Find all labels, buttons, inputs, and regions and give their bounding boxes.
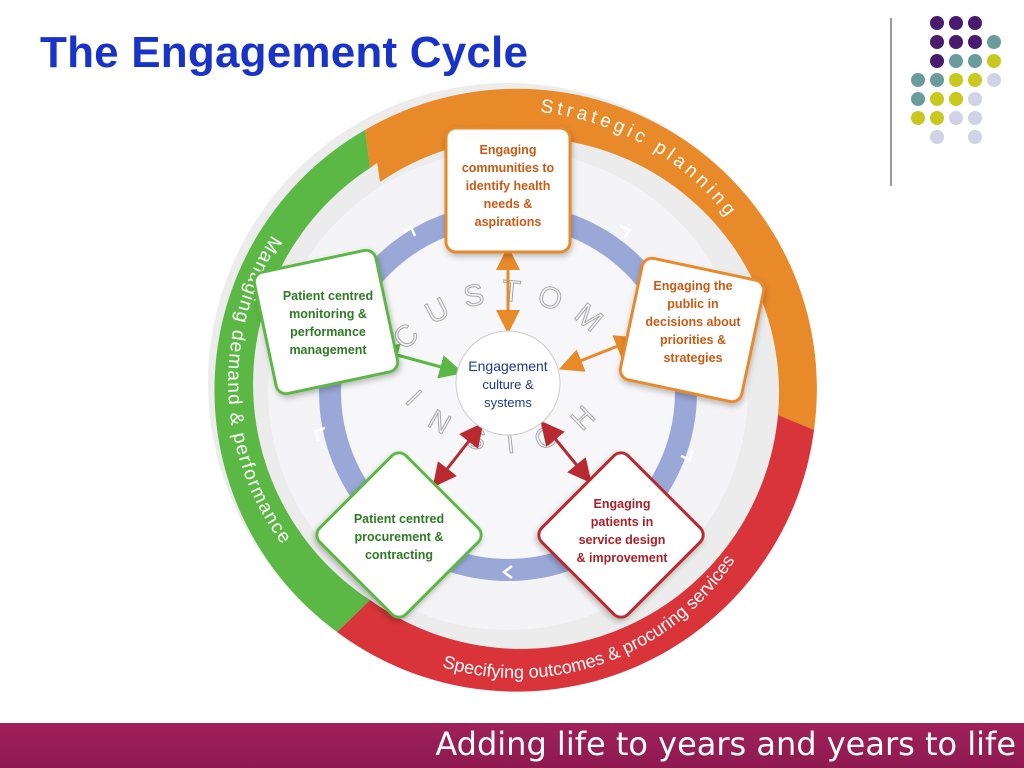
box-right-line-4: priorities & xyxy=(660,333,726,347)
box-patient-monitoring xyxy=(252,248,400,396)
center-text-line-2: culture & xyxy=(482,377,534,392)
center-text-line-1: Engagement xyxy=(468,358,548,374)
center-circle xyxy=(455,330,561,436)
box-engaging-communities xyxy=(444,126,572,254)
box-left-line-3: performance xyxy=(290,325,366,339)
box-top-line-2: communities to xyxy=(462,161,555,175)
box-bottom-right-line-2: patients in xyxy=(591,515,654,529)
svg-text:systems: systems xyxy=(484,395,532,410)
box-bottom-left-line-3: contracting xyxy=(365,548,433,562)
box-top-line-1: Engaging xyxy=(480,143,537,157)
svg-text:culture &: culture & xyxy=(482,377,534,392)
box-bottom-right-line-1: Engaging xyxy=(594,497,651,511)
blue-ring-chevrons xyxy=(314,224,694,579)
arrow-center-bottom-right xyxy=(540,420,592,484)
footer-bar: Adding life to years and years to life xyxy=(0,723,1024,768)
box-left-line-4: management xyxy=(289,343,367,357)
box-bottom-left-line-2: procurement & xyxy=(355,530,444,544)
box-bottom-left-line-1: Patient centred xyxy=(354,512,444,526)
box-left-line-1: Patient centred xyxy=(283,289,373,303)
center-text-line-3: systems xyxy=(484,395,532,410)
box-right-line-5: strategies xyxy=(663,351,722,365)
box-right-line-2: public in xyxy=(667,297,718,311)
footer-tagline: Adding life to years and years to life xyxy=(435,725,1016,763)
box-engaging-public xyxy=(618,256,766,404)
box-right-line-3: decisions about xyxy=(645,315,741,329)
arrow-center-bottom-left xyxy=(432,422,484,488)
box-left-line-2: monitoring & xyxy=(289,307,367,321)
box-top-line-4: needs & xyxy=(484,197,533,211)
svg-text:Engagement: Engagement xyxy=(468,358,548,374)
box-top-line-5: aspirations xyxy=(475,215,542,229)
box-right-line-1: Engaging the xyxy=(653,279,732,293)
arrow-center-right xyxy=(558,335,640,372)
box-patient-procurement xyxy=(315,451,483,619)
outer-ring-red xyxy=(337,415,814,692)
outer-ring-green xyxy=(214,130,370,632)
box-bottom-right-line-3: service design xyxy=(579,533,666,547)
box-top-line-3: identify health xyxy=(466,179,551,193)
outer-ring-orange-base xyxy=(365,88,817,430)
box-engaging-patients xyxy=(537,451,705,619)
box-bottom-right-line-4: & improvement xyxy=(577,551,669,565)
slide-title: The Engagement Cycle xyxy=(40,28,529,77)
